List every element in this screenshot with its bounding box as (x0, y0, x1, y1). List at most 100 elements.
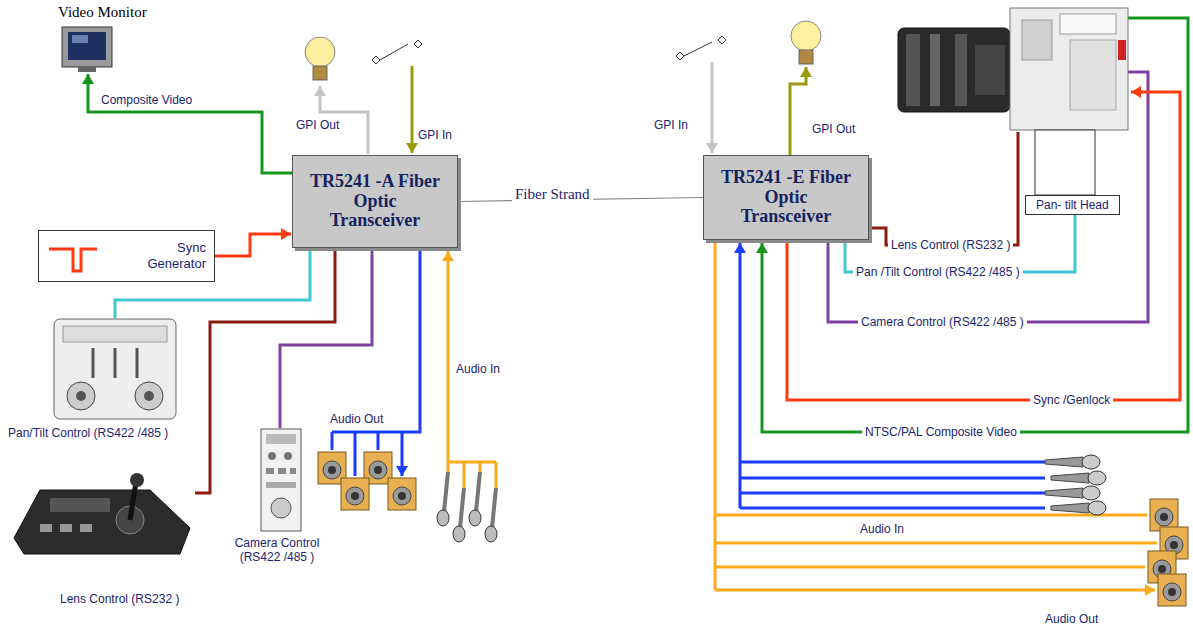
signal-label: Camera Control (RS422 /485 ) (858, 315, 1027, 329)
microphone-icon (1082, 455, 1100, 469)
signal-label: Audio Out (330, 412, 383, 426)
speaker-icon (346, 487, 364, 505)
wire (870, 132, 1018, 245)
speaker-icon (1170, 541, 1178, 549)
camera-control-panel (284, 452, 292, 460)
wire (447, 251, 450, 462)
camera-control-panel: Camera Control (RS422 /485 ) (222, 428, 332, 564)
wire (715, 515, 1157, 590)
camera-control-panel (271, 498, 291, 518)
lens-controller (130, 473, 144, 487)
signal-label: NTSC/PAL Composite Video (862, 425, 1020, 439)
pan-tilt-controller: Pan/Tilt Control (RS422 /485 ) (8, 318, 178, 440)
signal-connector (88, 74, 292, 173)
video-monitor (78, 67, 96, 72)
wire (739, 243, 742, 508)
switch-icon (676, 52, 684, 60)
speaker-icon (351, 492, 359, 500)
microphone-icon (476, 472, 480, 512)
microphone-icon (453, 526, 465, 542)
microphone-icon (492, 488, 496, 528)
wire (711, 62, 714, 153)
lens-controller-text: Lens Control (RS232 ) (60, 592, 195, 606)
pan-tilt-controller (53, 318, 178, 422)
video-monitor (72, 35, 88, 43)
pan-tilt-controller (135, 382, 163, 410)
speaker-icon (341, 478, 369, 510)
bulb-icon (305, 21, 821, 80)
camera-illustration (955, 34, 967, 106)
microphone-icon (1051, 503, 1089, 513)
lens-controller (40, 524, 52, 532)
wire (411, 66, 414, 153)
connector-label: Fiber Strand (512, 186, 593, 203)
camera-illustration (1010, 8, 1128, 130)
camera-illustration (1070, 40, 1116, 110)
signal-label: GPI In (418, 128, 452, 142)
camera-illustration (1060, 14, 1116, 34)
sync-generator-box: Sync Generator (38, 230, 215, 282)
signal-connector (845, 215, 1075, 272)
wire (448, 462, 496, 488)
wire (332, 248, 420, 432)
camera-control-panel (278, 468, 286, 474)
pan-tilt-head-text: Pan- tilt Head (1036, 198, 1109, 212)
video-monitor: Video Monitor (58, 4, 147, 73)
switch-icon (414, 40, 422, 48)
pan-tilt-controller (136, 348, 139, 378)
signal-label: Audio In (456, 362, 500, 376)
signal-connector (215, 234, 291, 256)
speaker-icon (1158, 574, 1186, 606)
speaker-icon (398, 492, 406, 500)
bulb-icon (305, 37, 335, 67)
lens-controller (50, 498, 110, 512)
lens-controller (60, 524, 72, 532)
microphone-icon (1088, 471, 1106, 485)
pan-tilt-controller (92, 348, 95, 378)
speaker-icon (1163, 583, 1181, 601)
microphone-icon (1082, 486, 1100, 500)
microphone-icon (437, 455, 1106, 542)
switch-icon (684, 42, 712, 56)
microphone-icon (437, 510, 449, 526)
signal-label: GPI Out (296, 118, 339, 132)
pan-tilt-controller (54, 319, 176, 419)
bulb-icon (791, 21, 821, 51)
signal-label: Sync /Genlock (1030, 393, 1113, 407)
camera-illustration (1118, 40, 1126, 60)
camera-illustration (1035, 130, 1095, 195)
microphone-icon (1088, 501, 1106, 515)
transceiver-box: TR5241 -A Fiber Optic Transceiver (292, 155, 458, 248)
signal-label: GPI Out (812, 122, 855, 136)
lens-controller (14, 490, 190, 554)
pan-tilt-head: Pan- tilt Head (1025, 195, 1120, 215)
camera-control-panel-text: Camera Control (RS422 /485 ) (222, 536, 332, 564)
speaker-icon (374, 466, 382, 474)
pan-tilt-controller (144, 391, 154, 401)
signal-label: Audio Out (1045, 612, 1098, 626)
pan-tilt-controller (76, 391, 86, 401)
camera-illustration (898, 8, 1128, 195)
signal-label: Lens Control (RS232 ) (888, 238, 1013, 252)
microphone-icon (469, 510, 481, 526)
speaker-icon (1168, 588, 1176, 596)
signal-connector (280, 248, 372, 428)
wire (714, 240, 717, 590)
camera-control-panel (290, 468, 296, 474)
switch-icon (372, 56, 380, 64)
connector-label: Composite Video (98, 93, 195, 107)
speaker-icon (323, 461, 341, 479)
camera-illustration (930, 34, 940, 106)
sync-generator-box (43, 231, 103, 281)
lens-controller: Lens Control (RS232 ) (10, 468, 195, 606)
transceiver-box-text: TR5241 -E Fiber Optic Transceiver (721, 168, 851, 227)
switch-icon (718, 36, 726, 44)
transceiver-box-text: TR5241 -A Fiber Optic Transceiver (310, 172, 440, 231)
speaker-icon (318, 452, 1188, 606)
camera-control-panel (268, 452, 276, 460)
switch-icon (380, 44, 408, 60)
video-monitor (62, 27, 112, 67)
pan-tilt-controller (63, 326, 167, 342)
microphone-icon (1045, 488, 1083, 498)
microphone-icon (485, 526, 497, 542)
